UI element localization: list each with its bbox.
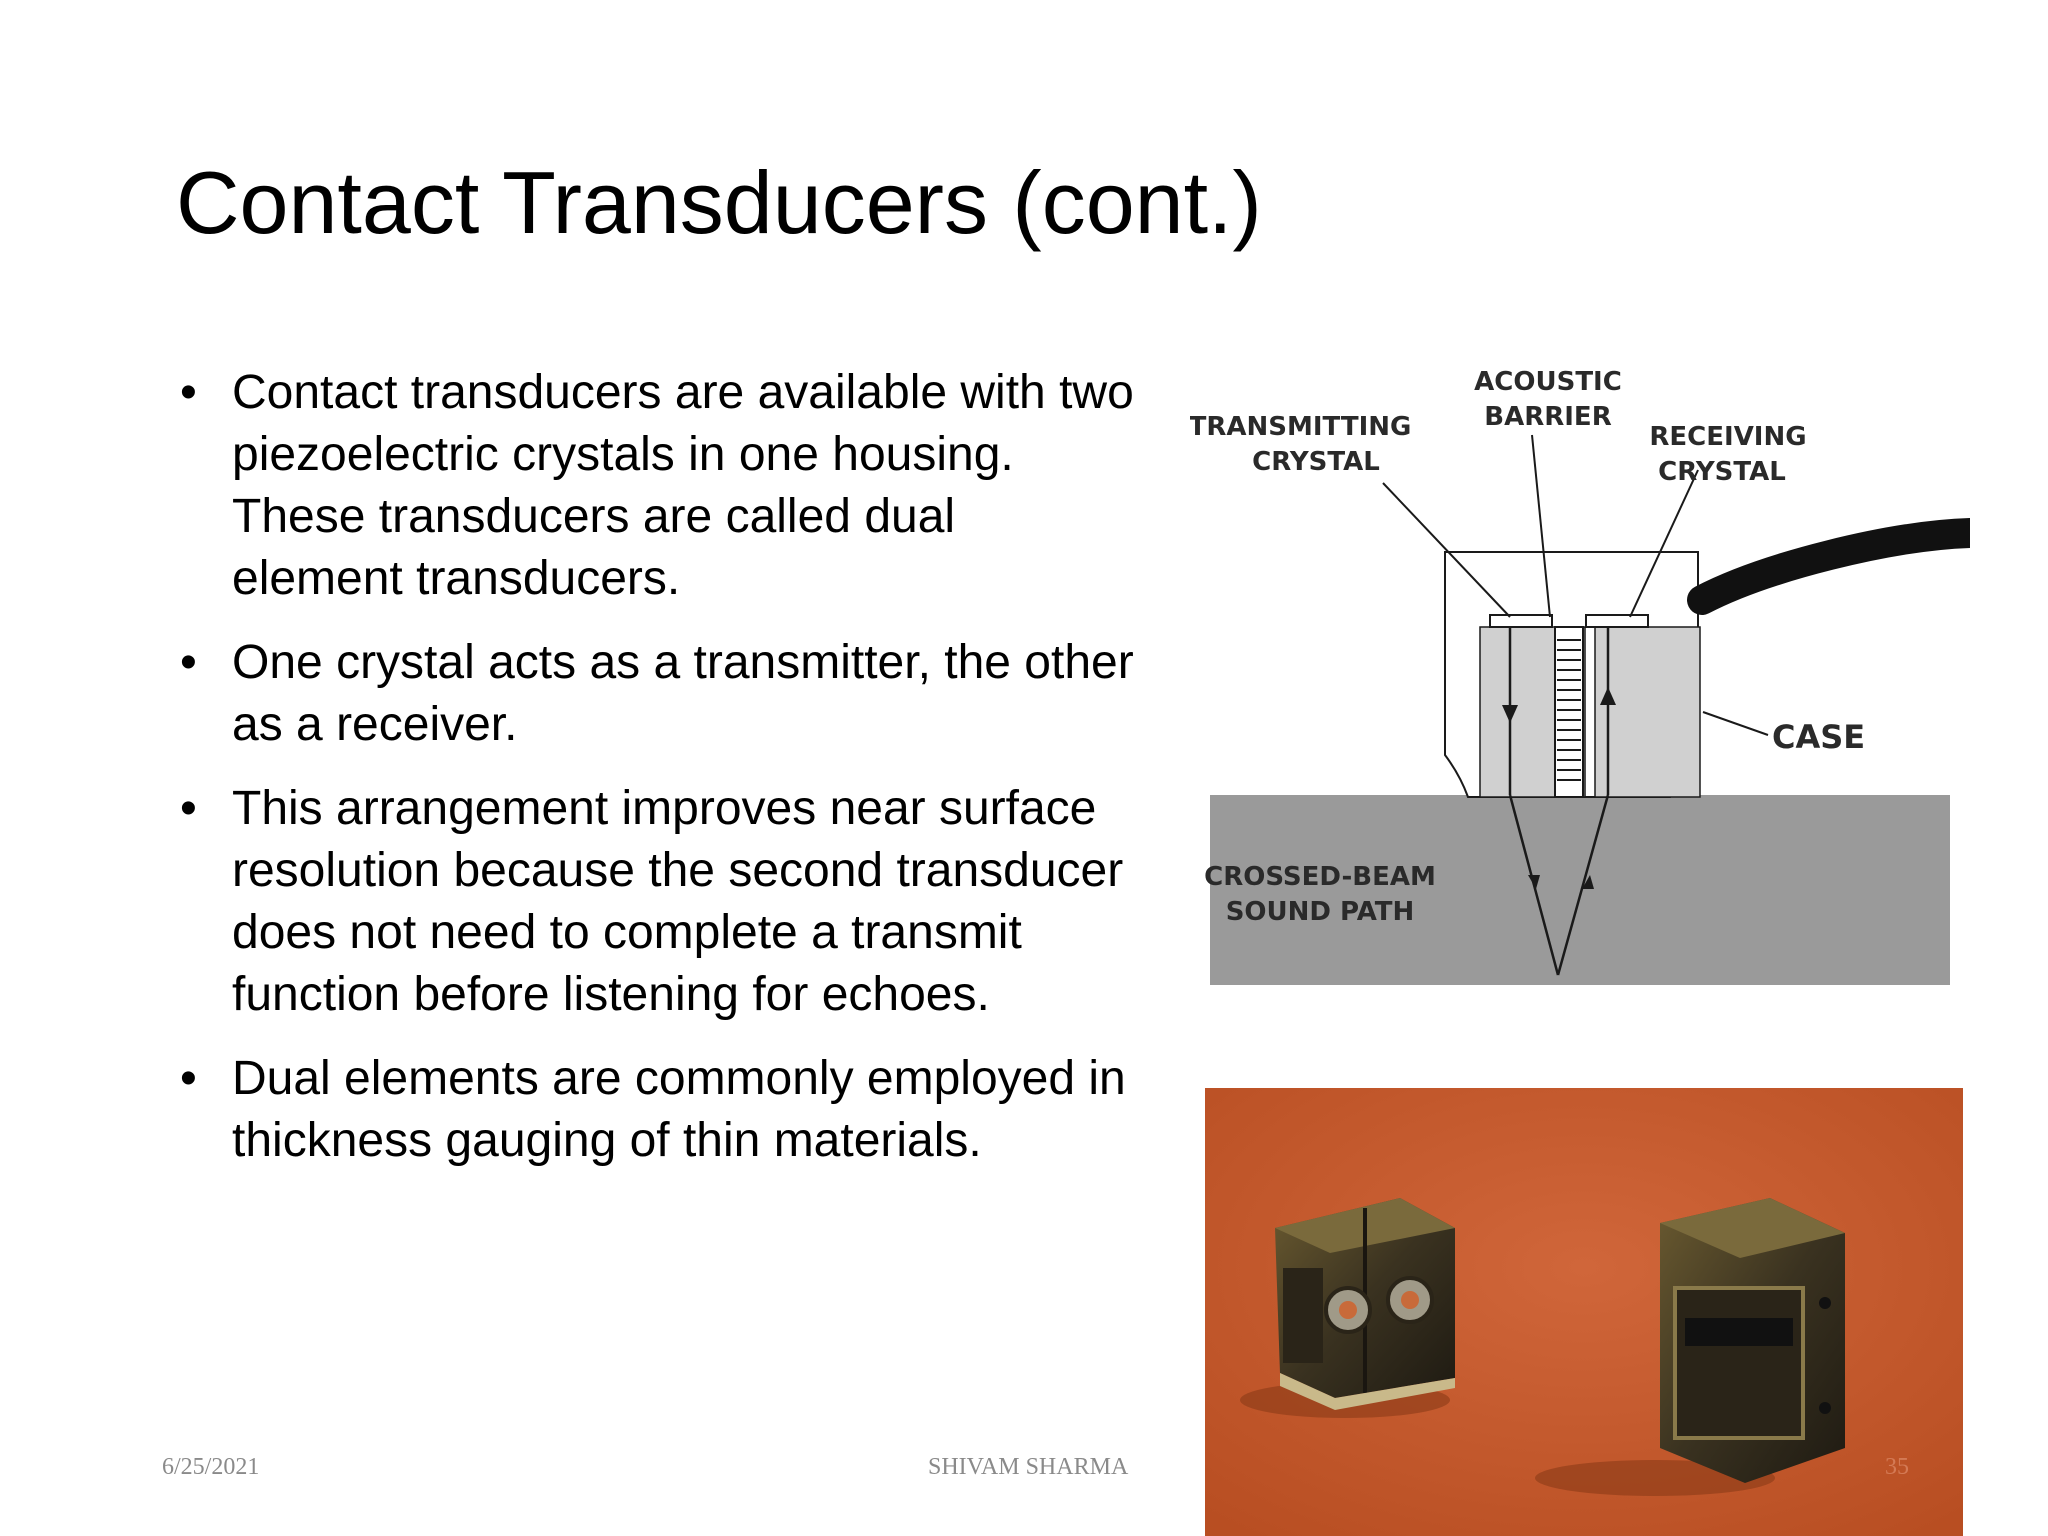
up-arrow-icon: [1582, 875, 1594, 889]
bullet-dot: •: [180, 1052, 197, 1105]
label-crossed-beam: CROSSED-BEAM: [1204, 862, 1436, 892]
down-arrow-icon: [1502, 705, 1518, 723]
test-material: [1210, 795, 1950, 985]
bullet-dot: •: [180, 366, 197, 419]
label-transmitting-crystal: CRYSTAL: [1252, 447, 1380, 477]
bullet-item: • One crystal acts as a transmitter, the …: [176, 632, 1136, 756]
bullet-item: • Contact transducers are available with …: [176, 362, 1136, 610]
label-receiving: RECEIVING: [1649, 422, 1806, 452]
label-acoustic: ACOUSTIC: [1474, 367, 1622, 397]
up-arrow-icon: [1600, 687, 1616, 705]
bullet-text: One crystal acts as a transmitter, the o…: [232, 636, 1134, 751]
receiving-crystal: [1585, 614, 1649, 628]
label-barrier: BARRIER: [1484, 402, 1611, 432]
bullet-text: This arrangement improves near surface r…: [232, 782, 1124, 1021]
label-transmitting: TRANSMITTING: [1190, 412, 1411, 442]
slide-title: Contact Transducers (cont.): [176, 153, 1262, 252]
footer-date: 6/25/2021: [162, 1454, 260, 1480]
down-arrow-icon: [1528, 875, 1540, 889]
footer-author: SHIVAM SHARMA: [928, 1454, 1129, 1480]
transmitting-crystal: [1489, 614, 1553, 628]
label-case: CASE: [1772, 718, 1865, 756]
footer-page-number: 35: [1885, 1454, 1909, 1480]
transducer-cable: [1687, 518, 1970, 615]
bullet-dot: •: [180, 782, 197, 835]
bullet-item: • Dual elements are commonly employed in …: [176, 1048, 1136, 1172]
right-transducer: [1535, 1198, 1845, 1496]
label-receiving-crystal: CRYSTAL: [1658, 457, 1786, 487]
bullet-text: Contact transducers are available with t…: [232, 366, 1134, 605]
bullet-item: • This arrangement improves near surface …: [176, 778, 1136, 1026]
acoustic-barrier: [1554, 626, 1584, 798]
leader-lines: [1382, 434, 1769, 736]
bullet-text: Dual elements are commonly employed in t…: [232, 1052, 1126, 1167]
transducer-photo: [1205, 1088, 1963, 1536]
transducer-diagram: ACOUSTIC BARRIER TRANSMITTING CRYSTAL RE…: [1190, 367, 1970, 985]
label-sound-path: SOUND PATH: [1226, 897, 1415, 927]
left-transducer: [1240, 1198, 1455, 1418]
barrier-hatching: [1557, 639, 1581, 781]
delay-block-right: [1594, 626, 1701, 798]
bullet-dot: •: [180, 636, 197, 689]
bullet-list: • Contact transducers are available with …: [176, 362, 1136, 1194]
